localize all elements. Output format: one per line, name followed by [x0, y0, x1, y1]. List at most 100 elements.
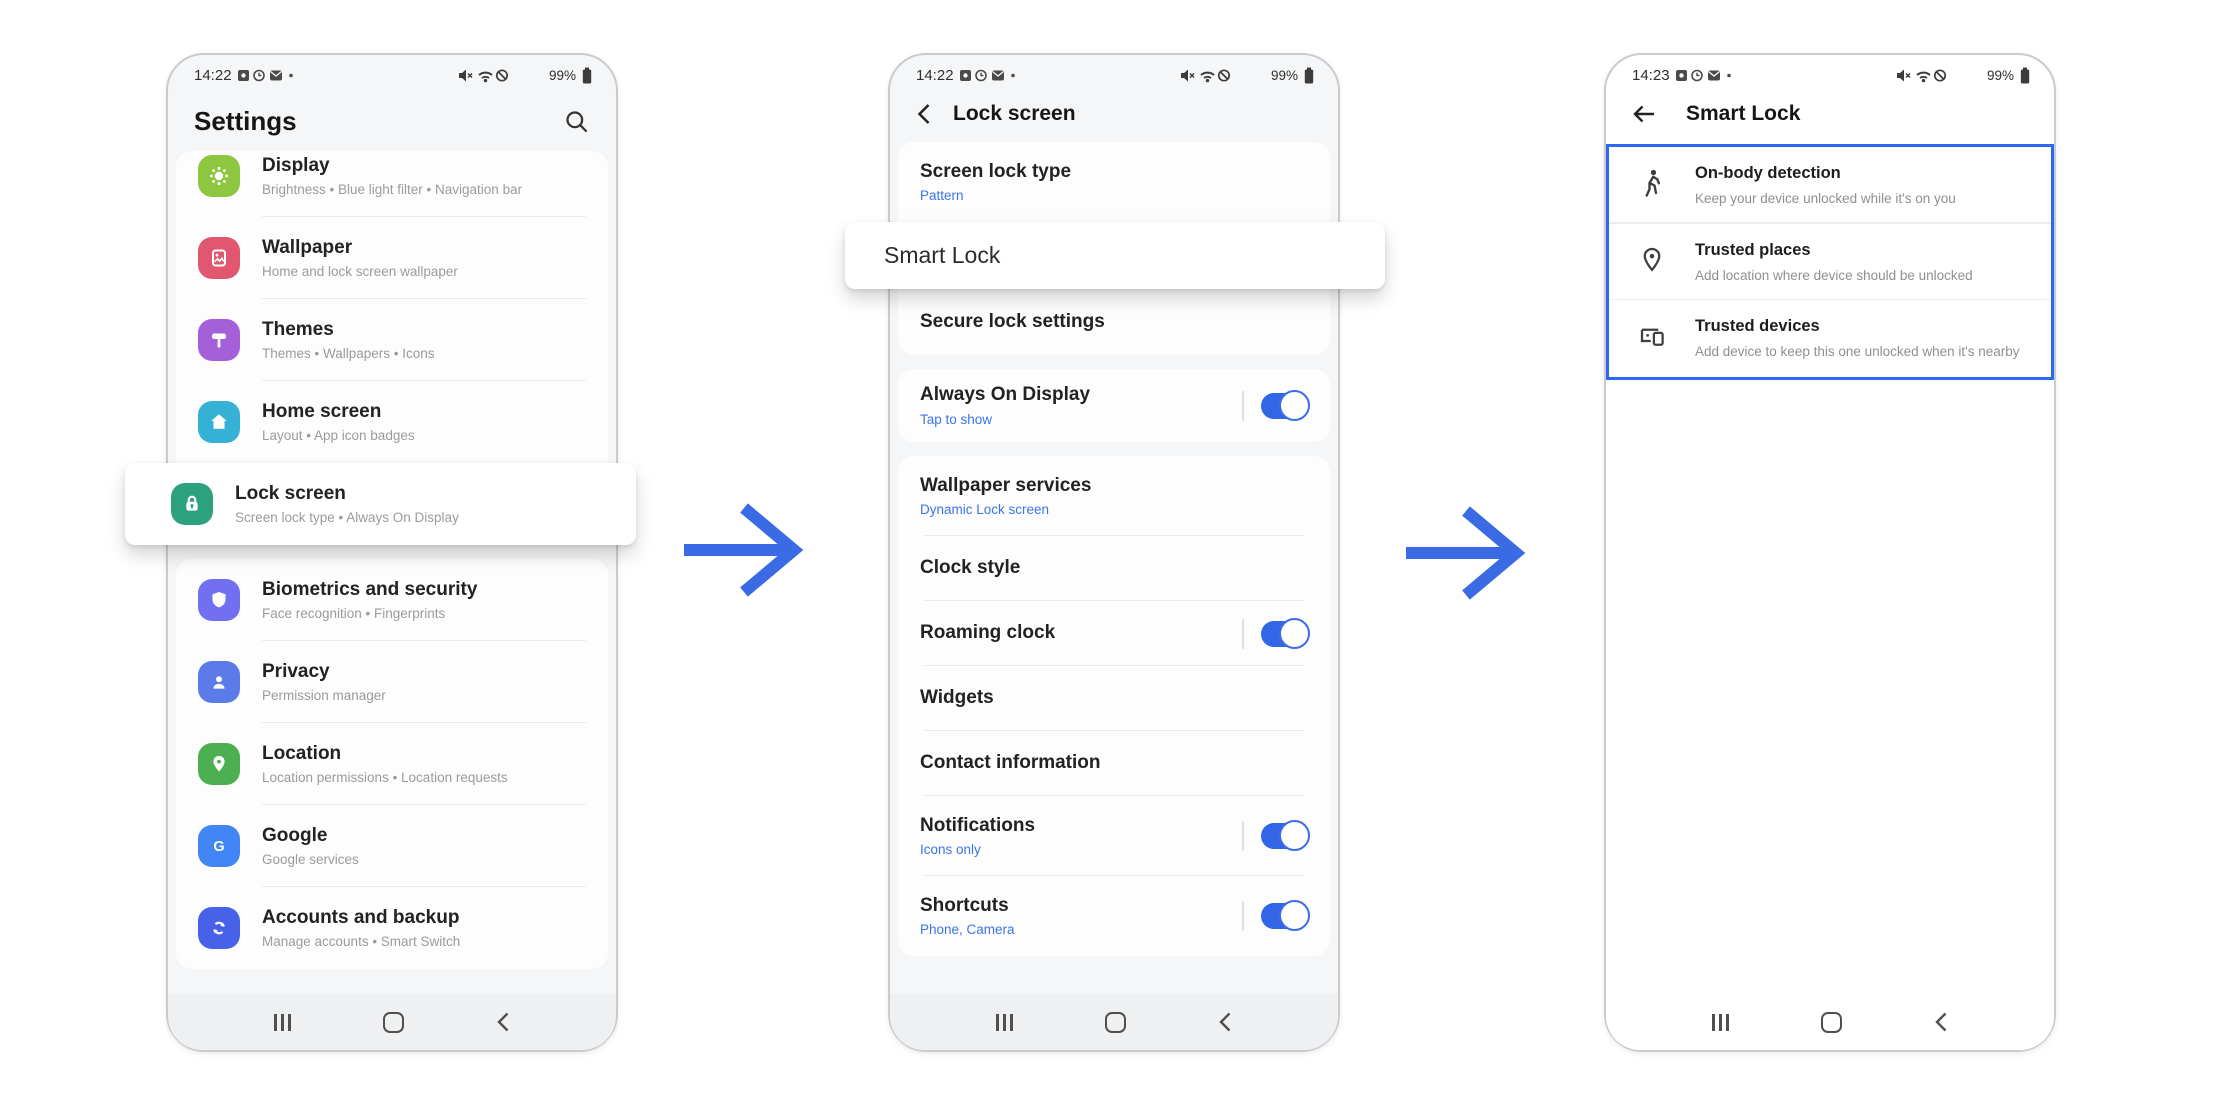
item-subtitle: Themes • Wallpapers • Icons: [262, 346, 435, 362]
item-secure-lock-settings[interactable]: Secure lock settings: [898, 289, 1330, 355]
settings-item-biometrics[interactable]: Biometrics and security Face recognition…: [176, 559, 608, 641]
phone-3-smart-lock: 14:23 99%: [1604, 53, 2056, 1052]
home-icon[interactable]: [382, 1011, 404, 1033]
nav-back-icon[interactable]: [1218, 1011, 1232, 1033]
trusted-place-pin-icon: [1643, 247, 1661, 272]
system-status-icons: [458, 69, 509, 83]
lock-icon: [171, 483, 213, 525]
settings-item-themes[interactable]: Themes Themes • Wallpapers • Icons: [176, 299, 608, 381]
toggle-divider: [1242, 821, 1244, 851]
arrow-right-icon: [684, 503, 804, 597]
system-status-icons: [1180, 69, 1231, 83]
item-on-body-detection[interactable]: On-body detection Keep your device unloc…: [1609, 147, 2051, 224]
item-title: Biometrics and security: [262, 578, 478, 600]
settings-item-wallpaper[interactable]: Wallpaper Home and lock screen wallpaper: [176, 217, 608, 299]
item-subtitle: Face recognition • Fingerprints: [262, 606, 446, 622]
settings-item-accounts-backup[interactable]: Accounts and backup Manage accounts • Sm…: [176, 887, 608, 969]
privacy-person-icon: [198, 661, 240, 703]
item-shortcuts[interactable]: Shortcuts Phone, Camera: [898, 876, 1330, 956]
status-time: 14:22: [916, 67, 954, 84]
item-title: Wallpaper: [262, 236, 353, 258]
settings-item-google[interactable]: G Google Google services: [176, 805, 608, 887]
status-bar: 14:23 99%: [1606, 55, 2054, 84]
item-title: Accounts and backup: [262, 906, 460, 928]
battery-percent: 99%: [1270, 68, 1298, 83]
lock-screen-section-3: Wallpaper services Dynamic Lock screen C…: [898, 456, 1330, 956]
back-chevron-icon[interactable]: [916, 102, 931, 126]
item-title: Notifications: [920, 814, 1036, 836]
toggle-divider: [1242, 390, 1244, 421]
item-value: Dynamic Lock screen: [920, 502, 1050, 518]
item-title: Shortcuts: [920, 894, 1009, 916]
item-smart-lock-highlighted[interactable]: Smart Lock: [845, 222, 1385, 289]
status-time: 14:22: [194, 67, 232, 84]
arrow-right-icon: [1406, 506, 1526, 600]
item-title: Secure lock settings: [920, 310, 1105, 332]
roaming-clock-toggle[interactable]: [1261, 617, 1310, 649]
item-trusted-devices[interactable]: Trusted devices Add device to keep this …: [1609, 300, 2051, 377]
status-bar: 14:22 99%: [890, 55, 1338, 84]
item-value: Pattern: [920, 188, 964, 204]
settings-item-home-screen[interactable]: Home screen Layout • App icon badges: [176, 381, 608, 463]
settings-section-1: Display Brightness • Blue light filter •…: [125, 151, 636, 545]
notification-icons: [959, 69, 1015, 82]
battery-icon: [1304, 67, 1314, 84]
nav-back-icon[interactable]: [1934, 1011, 1948, 1033]
recents-icon[interactable]: [996, 1013, 1013, 1031]
back-arrow-icon[interactable]: [1632, 104, 1656, 124]
nav-back-icon[interactable]: [496, 1011, 510, 1033]
phone-1-settings: 14:22 99% Se: [125, 53, 636, 1052]
page-title: Smart Lock: [1686, 102, 1801, 125]
lock-screen-section-2: Always On Display Tap to show: [898, 369, 1330, 442]
item-subtitle: Layout • App icon badges: [262, 428, 415, 444]
item-clock-style[interactable]: Clock style: [898, 536, 1330, 601]
item-wallpaper-services[interactable]: Wallpaper services Dynamic Lock screen: [898, 456, 1330, 536]
status-time: 14:23: [1632, 67, 1670, 84]
shortcuts-toggle[interactable]: [1261, 900, 1310, 931]
search-icon[interactable]: [563, 108, 590, 135]
item-notifications[interactable]: Notifications Icons only: [898, 796, 1330, 876]
item-title: Smart Lock: [884, 242, 1001, 268]
recents-icon[interactable]: [274, 1013, 291, 1031]
item-subtitle: Screen lock type • Always On Display: [235, 510, 459, 526]
status-bar: 14:22 99%: [168, 55, 616, 84]
nav-bar: [1606, 994, 2054, 1050]
settings-item-display[interactable]: Display Brightness • Blue light filter •…: [176, 151, 608, 217]
item-widgets[interactable]: Widgets: [898, 666, 1330, 731]
settings-item-location[interactable]: Location Location permissions • Location…: [176, 723, 608, 805]
home-icon[interactable]: [1104, 1011, 1126, 1033]
home-icon[interactable]: [1820, 1011, 1842, 1033]
battery-percent: 99%: [548, 68, 576, 83]
page-title: Settings: [194, 106, 297, 136]
item-subtitle: Google services: [262, 852, 359, 868]
item-subtitle: Add location where device should be unlo…: [1695, 267, 1973, 283]
themes-icon: [198, 319, 240, 361]
item-subtitle: Keep your device unlocked while it's on …: [1695, 191, 1956, 206]
devices-icon: [1640, 328, 1664, 346]
settings-item-lock-screen-highlighted[interactable]: Lock screen Screen lock type • Always On…: [125, 463, 636, 545]
wallpaper-icon: [198, 237, 240, 279]
item-always-on-display[interactable]: Always On Display Tap to show: [898, 369, 1330, 442]
nav-bar: [168, 994, 616, 1050]
item-title: Themes: [262, 318, 334, 340]
notifications-toggle[interactable]: [1261, 820, 1310, 851]
item-subtitle: Permission manager: [262, 688, 386, 704]
location-pin-icon: [198, 743, 240, 785]
item-contact-information[interactable]: Contact information: [898, 731, 1330, 796]
item-trusted-places[interactable]: Trusted places Add location where device…: [1609, 224, 2051, 301]
item-title: Widgets: [920, 687, 994, 709]
item-screen-lock-type[interactable]: Screen lock type Pattern: [898, 142, 1330, 222]
item-title: Always On Display: [920, 384, 1091, 406]
display-icon: [198, 155, 240, 197]
item-title: Roaming clock: [920, 622, 1056, 644]
item-roaming-clock[interactable]: Roaming clock: [898, 601, 1330, 666]
item-title: Contact information: [920, 752, 1101, 774]
item-title: Privacy: [262, 660, 330, 682]
item-subtitle: Location permissions • Location requests: [262, 770, 508, 786]
always-on-display-toggle[interactable]: [1261, 389, 1310, 421]
recents-icon[interactable]: [1712, 1013, 1729, 1031]
item-title: Home screen: [262, 400, 382, 422]
settings-item-privacy[interactable]: Privacy Permission manager: [176, 641, 608, 723]
battery-percent: 99%: [1986, 68, 2014, 83]
battery-icon: [2020, 67, 2030, 84]
